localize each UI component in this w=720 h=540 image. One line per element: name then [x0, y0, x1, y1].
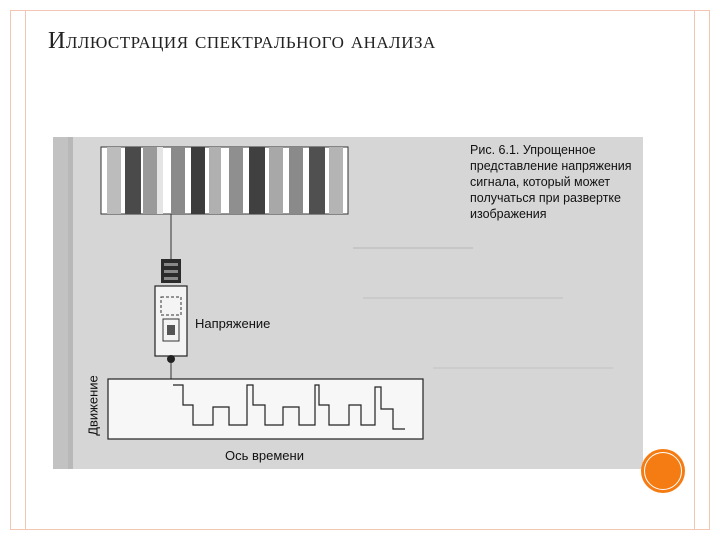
slide-title: Иллюстрация спектрального анализа — [48, 28, 436, 54]
accent-circle-ring — [644, 452, 682, 490]
scanned-figure — [53, 137, 643, 469]
motion-label: Движение — [85, 375, 101, 436]
waveform-box — [107, 378, 424, 440]
figure-caption: Рис. 6.1. Упрощенное представление напря… — [470, 143, 632, 221]
slide-frame-right-band — [694, 10, 710, 530]
slide-frame-left-band — [10, 10, 26, 530]
striped-bar — [100, 146, 349, 215]
sensor-head — [154, 259, 188, 363]
voltage-label: Напряжение — [195, 316, 271, 331]
time-axis-label: Ось времени — [225, 448, 304, 463]
figure-illustration — [53, 137, 643, 469]
